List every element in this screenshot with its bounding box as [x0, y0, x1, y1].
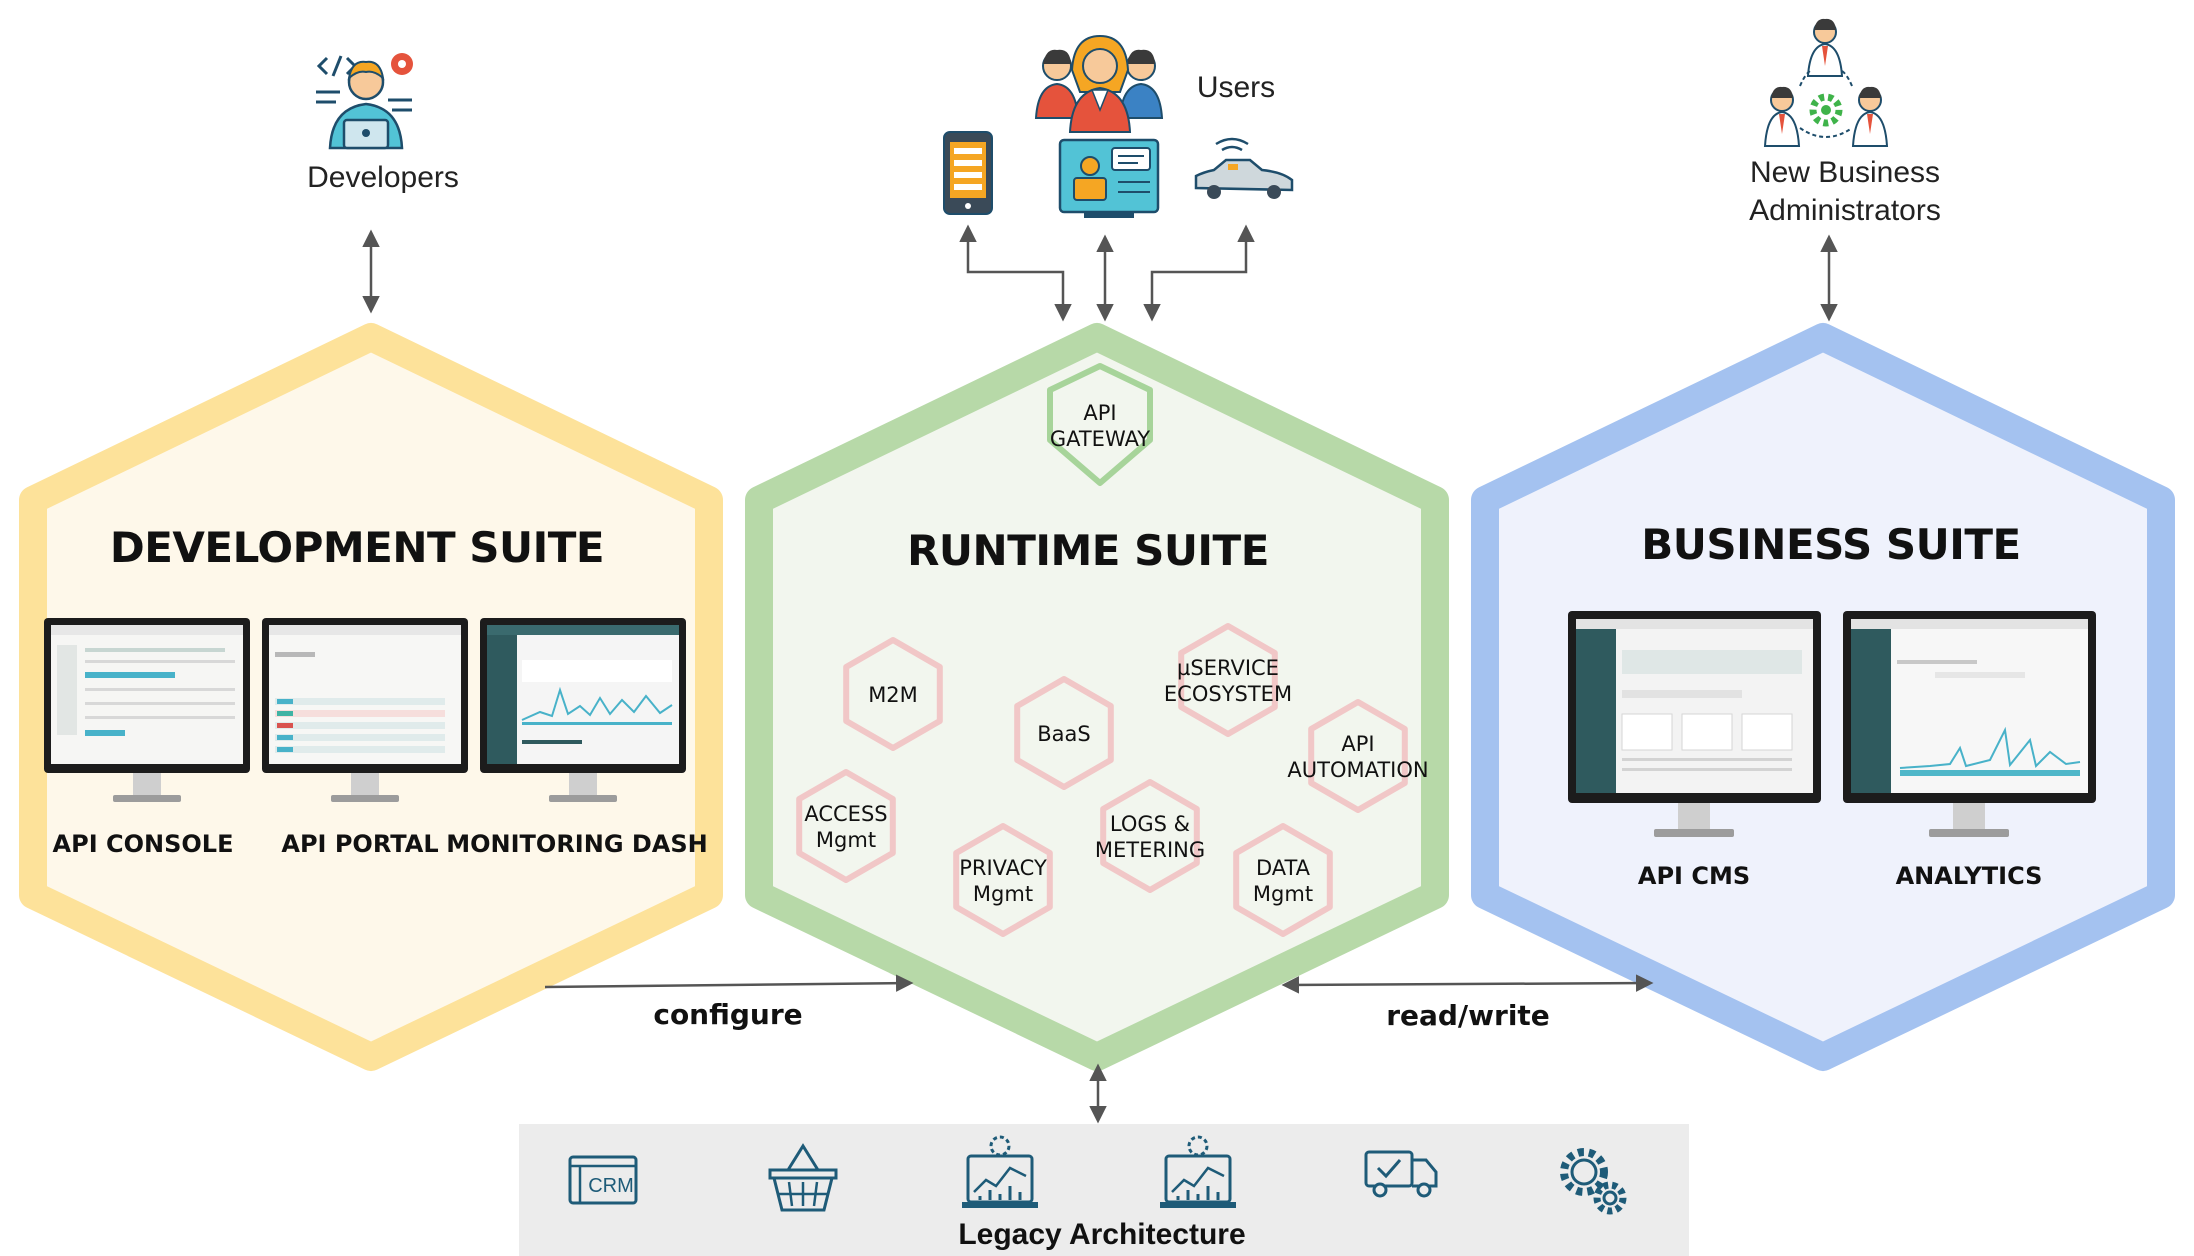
business-administrators-label-line2: Administrators — [1749, 194, 1941, 227]
crm-icon-text: CRM — [588, 1175, 634, 1197]
api-gateway-module: API GATEWAY — [1047, 363, 1153, 486]
runtime-module-hexagon — [1100, 779, 1200, 893]
read-write-label: read/write — [1386, 999, 1550, 1032]
api-portal-label: API PORTAL — [281, 830, 438, 858]
runtime-module-label: API — [1341, 732, 1374, 756]
users-label: Users — [1197, 71, 1275, 104]
read-write-arrow — [1281, 974, 1654, 994]
runtime-module-label: Mgmt — [816, 828, 876, 852]
gears-icon — [1560, 1148, 1627, 1215]
runtime-module-label: Mgmt — [1253, 882, 1313, 906]
runtime-module-label: DATA — [1256, 856, 1311, 880]
runtime-suite-title: RUNTIME SUITE — [907, 526, 1269, 575]
business-administrators-label-line1: New Business — [1750, 156, 1940, 189]
runtime-module-label: PRIVACY — [959, 856, 1047, 880]
runtime-module-label: M2M — [868, 683, 918, 707]
developer-icon — [316, 53, 413, 150]
runtime-module-hexagon — [1014, 676, 1114, 790]
runtime-module-hexagon — [1233, 823, 1333, 937]
shopping-basket-icon — [768, 1143, 838, 1212]
analytics-label: ANALYTICS — [1896, 862, 2043, 890]
connected-car-icon — [1194, 137, 1294, 199]
runtime-module: BaaS — [1014, 676, 1114, 790]
configure-arrow — [544, 974, 914, 992]
runtime-module-hexagon — [1308, 699, 1408, 813]
development-suite-title: DEVELOPMENT SUITE — [110, 523, 604, 572]
api-console-monitor — [44, 618, 250, 802]
runtime-module-hexagon — [796, 769, 896, 883]
api-gateway-line2: GATEWAY — [1050, 427, 1150, 451]
industry-chart-icon — [962, 1135, 1038, 1208]
monitoring-dash-label: MONITORING DASH — [446, 830, 708, 858]
runtime-module-label: BaaS — [1037, 722, 1090, 746]
smartphone-icon — [943, 131, 993, 215]
runtime-modules: M2MBaaSµSERVICEECOSYSTEMAPIAUTOMATIONACC… — [796, 623, 1429, 937]
business-administrators-icon — [1763, 18, 1889, 147]
runtime-module-hexagon — [1178, 623, 1278, 737]
api-cms-label: API CMS — [1638, 862, 1750, 890]
runtime-module: M2M — [843, 637, 943, 751]
runtime-module-hexagon — [953, 823, 1053, 937]
runtime-module-hexagon — [843, 637, 943, 751]
crm-icon: CRM — [568, 1155, 638, 1205]
runtime-module-label: Mgmt — [973, 882, 1033, 906]
developers-label: Developers — [307, 161, 459, 194]
configure-label: configure — [653, 998, 802, 1031]
api-cms-monitor — [1568, 611, 1821, 837]
api-gateway-line1: API — [1083, 401, 1116, 425]
business-suite-hexagon — [1471, 323, 2175, 1071]
runtime-module-label: LOGS & — [1110, 812, 1190, 836]
business-suite-title: BUSINESS SUITE — [1641, 520, 2020, 569]
runtime-module-label: ACCESS — [804, 802, 887, 826]
kiosk-screen-icon — [1058, 138, 1160, 218]
delivery-truck-icon — [1364, 1150, 1438, 1198]
smartphone-arrow — [959, 224, 1072, 322]
api-portal-monitor — [262, 618, 468, 802]
monitoring-dash-monitor — [480, 618, 686, 802]
runtime-module: LOGS &METERING — [1095, 779, 1205, 893]
runtime-module-label: AUTOMATION — [1287, 758, 1428, 782]
runtime-module-label: µSERVICE — [1177, 656, 1279, 680]
industry-chart-icon — [1160, 1135, 1236, 1208]
car-arrow — [1143, 224, 1255, 322]
analytics-monitor — [1843, 611, 2096, 837]
legacy-architecture-panel — [519, 1124, 1689, 1256]
users-group-icon — [1034, 34, 1164, 133]
runtime-module-label: METERING — [1095, 838, 1205, 862]
api-console-label: API CONSOLE — [53, 830, 234, 858]
legacy-architecture-title: Legacy Architecture — [958, 1218, 1245, 1251]
runtime-module-label: ECOSYSTEM — [1164, 682, 1292, 706]
